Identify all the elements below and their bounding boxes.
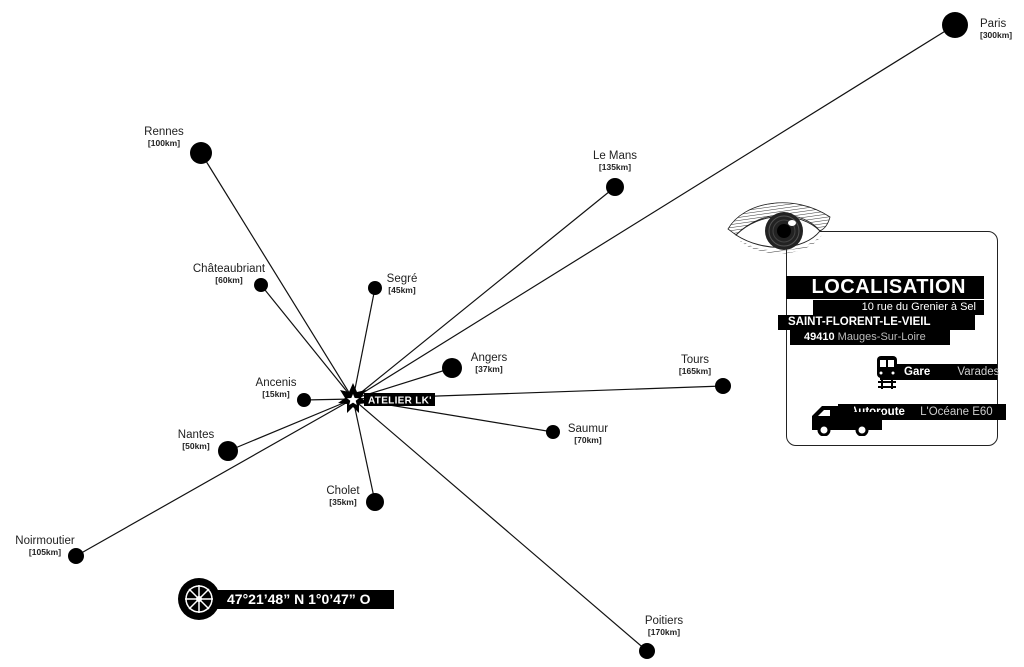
city-name-saumur: Saumur xyxy=(568,423,608,435)
city-name-ancenis: Ancenis xyxy=(256,377,297,389)
city-distance-segre: [45km] xyxy=(388,285,416,295)
city-name-poitiers: Poitiers xyxy=(645,615,684,627)
train-label: Gare xyxy=(904,366,931,378)
origin-label-bg xyxy=(364,393,435,406)
street-text: 10 rue du Grenier à Sel xyxy=(861,301,976,313)
city-dot-paris[interactable] xyxy=(942,12,968,38)
city-distance-saumur: [70km] xyxy=(574,435,602,445)
van-icon xyxy=(812,406,882,436)
city-distance-tours: [165km] xyxy=(679,366,711,376)
train-value: Varades xyxy=(957,366,1000,378)
line-to-nantes xyxy=(227,398,354,452)
line-to-rennes xyxy=(200,152,354,400)
town-text: SAINT-FLORENT-LE-VIEIL xyxy=(788,316,931,328)
city-dot-poitiers[interactable] xyxy=(639,643,655,659)
origin-marker[interactable]: ATELIER LK' xyxy=(338,383,435,413)
town-name: SAINT-FLORENT-LE-VIEIL xyxy=(778,315,975,330)
city-dot-saumur[interactable] xyxy=(546,425,560,439)
commune: Mauges-Sur-Loire xyxy=(837,331,926,343)
city-dots xyxy=(68,12,968,659)
street-address: 10 rue du Grenier à Sel xyxy=(813,300,984,315)
city-name-le-mans: Le Mans xyxy=(593,150,637,162)
city-distance-poitiers: [170km] xyxy=(648,627,680,637)
line-to-poitiers xyxy=(352,398,648,652)
city-dot-rennes[interactable] xyxy=(190,142,212,164)
city-dot-noirmoutier[interactable] xyxy=(68,548,84,564)
city-dot-angers[interactable] xyxy=(442,358,462,378)
city-labels: Paris[300km] Rennes[100km] Le Mans[135km] C… xyxy=(15,18,1012,637)
city-name-noirmoutier: Noirmoutier xyxy=(15,535,75,547)
city-distance-cholet: [35km] xyxy=(329,497,357,507)
coordinates-text: 47°21’48” N 1°0’47” O xyxy=(227,591,371,607)
line-to-cholet xyxy=(352,398,376,503)
city-name-segre: Segré xyxy=(387,273,418,285)
city-dot-le-mans[interactable] xyxy=(606,178,624,196)
city-distance-chateaubriant: [60km] xyxy=(215,275,243,285)
city-name-nantes: Nantes xyxy=(178,429,215,441)
train-station-info: Gare Varades xyxy=(880,364,1000,380)
city-name-tours: Tours xyxy=(681,354,709,366)
city-name-chateaubriant: Châteaubriant xyxy=(193,263,266,275)
postcode: 49410 xyxy=(804,331,835,343)
city-dot-nantes[interactable] xyxy=(218,441,238,461)
line-to-noirmoutier xyxy=(75,398,354,557)
city-distance-nantes: [50km] xyxy=(182,441,210,451)
line-to-le-mans xyxy=(352,186,616,400)
city-name-rennes: Rennes xyxy=(144,126,184,138)
city-distance-paris: [300km] xyxy=(980,30,1012,40)
city-dot-cholet[interactable] xyxy=(366,493,384,511)
city-name-angers: Angers xyxy=(471,352,508,364)
city-dot-chateaubriant[interactable] xyxy=(254,278,268,292)
origin-label: ATELIER LK' xyxy=(368,396,432,407)
city-dot-segre[interactable] xyxy=(368,281,382,295)
line-to-segre xyxy=(352,287,376,400)
city-name-paris: Paris xyxy=(980,18,1006,30)
city-dot-ancenis[interactable] xyxy=(297,393,311,407)
line-to-chateaubriant xyxy=(260,284,354,400)
line-to-paris xyxy=(352,24,956,400)
eye-icon xyxy=(727,202,831,254)
city-dot-tours[interactable] xyxy=(715,378,731,394)
city-distance-noirmoutier: [105km] xyxy=(29,547,61,557)
postcode-line: 49410 Mauges-Sur-Loire xyxy=(790,330,950,345)
city-distance-le-mans: [135km] xyxy=(599,162,631,172)
city-distance-angers: [37km] xyxy=(475,364,503,374)
localisation-title: LOCALISATION xyxy=(786,276,984,299)
city-distance-rennes: [100km] xyxy=(148,138,180,148)
road-value: L'Océane E60 xyxy=(920,406,993,418)
localisation-title-text: LOCALISATION xyxy=(811,276,966,298)
compass-rose-icon xyxy=(178,578,220,620)
coordinates-bar: 47°21’48” N 1°0’47” O xyxy=(197,590,394,609)
train-icon xyxy=(877,356,897,389)
city-name-cholet: Cholet xyxy=(326,485,360,497)
city-distance-ancenis: [15km] xyxy=(262,389,290,399)
